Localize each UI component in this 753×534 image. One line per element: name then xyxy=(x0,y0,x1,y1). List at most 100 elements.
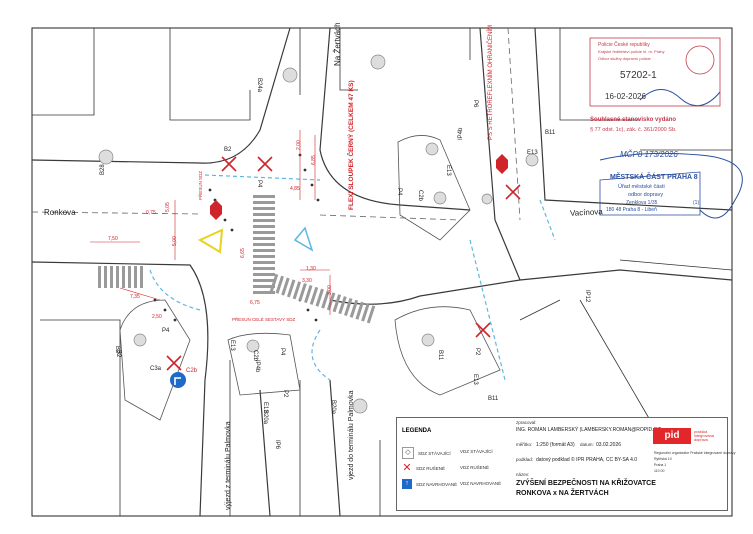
sign-label: P4 xyxy=(279,348,285,356)
sign-label: E13 xyxy=(445,165,451,176)
base-value: datový podklad © IPR PRAHA, CC BY-SA 4.0 xyxy=(536,457,638,463)
sign-existing-icon: ◇ xyxy=(402,447,414,459)
dimension-label: 7,35 xyxy=(130,294,140,300)
sign-label: B11 xyxy=(437,350,443,361)
sign-proposed-icon: ↑ xyxy=(402,479,412,489)
legend-label: SDZ NAVRHOVANÉ xyxy=(416,481,458,487)
municipal-stamp-line: MĚSTSKÁ ČÁST PRAHA 8 xyxy=(610,174,698,181)
legend-row: ✕ SDZ RUŠENÉ xyxy=(402,462,445,474)
org-line: Regionální organizátor Pražské integrova… xyxy=(654,451,736,455)
dimension-label: 3,00 xyxy=(327,285,333,295)
sign-label: E13 xyxy=(472,374,478,385)
signature-scribble xyxy=(599,89,743,219)
flexi-post-note: FLEXI SLOUPEK ČERNÝ (CELKEM 47 KS) xyxy=(348,80,355,210)
dimension-label: 2,00 xyxy=(296,140,302,150)
dimension-label: 0,75 xyxy=(146,210,156,216)
stamp-number: 57202-1 xyxy=(620,70,657,81)
stop-signs xyxy=(210,154,508,220)
street-label-entry-terminal: vjezd do terminálu Palmovka xyxy=(348,390,355,481)
dimension-label: 1,30 xyxy=(306,266,316,272)
dimension-label: 2,50 xyxy=(152,314,162,320)
zebra-crossing-east xyxy=(269,273,376,324)
legend-vdz-label: VDZ RUŠENÉ xyxy=(460,465,490,470)
street-label-vacinova: Vacínova xyxy=(569,207,603,218)
zebra-crossing-north xyxy=(253,195,275,294)
sign-label: C2b xyxy=(417,190,423,202)
dimension-label: 5,05 xyxy=(165,202,171,212)
stamp-agreement-ref: § 77 odst. 1c), zák. č. 361/2000 Sb. xyxy=(590,127,677,133)
municipal-stamp-line: Úřad městské části xyxy=(618,184,665,190)
cancelled-signs xyxy=(166,156,521,371)
sign-label: C2b xyxy=(252,350,258,362)
traffic-islands xyxy=(119,135,501,421)
zebra-crossing-west xyxy=(98,266,143,288)
handwritten-reference: MČP8 173/2026 xyxy=(620,150,678,159)
stamp-agreement: Souhlasné stanovisko vydáno xyxy=(590,117,677,123)
legend-row: ↑ SDZ NAVRHOVANÉ xyxy=(402,479,457,489)
sign-label: E13 xyxy=(262,402,268,413)
org-line: Praha 1 xyxy=(654,463,667,467)
dimension-lines xyxy=(90,130,331,315)
dimension-label: 6,75 xyxy=(250,300,260,306)
stamp-office: Krajské ředitelství policie hl. m. Prahy xyxy=(598,49,665,54)
sign-label: P4 xyxy=(396,188,402,196)
centre-lines xyxy=(31,27,521,221)
legend-vdz-label: VDZ STÁVAJÍCÍ xyxy=(460,449,493,454)
sign-move-note: PŘESUN SDZ xyxy=(198,170,203,200)
drawing-subtitle: RONKOVA x NA ŽERTVÁCH xyxy=(516,490,609,497)
road-edges xyxy=(31,27,733,517)
sign-label: C2b xyxy=(186,368,198,374)
sign-label: E13 xyxy=(229,340,235,351)
flexi-posts xyxy=(153,153,320,322)
sign-label: IP4b xyxy=(458,127,464,140)
scale-value: 1:250 (formát A3) xyxy=(536,442,575,448)
dimension-label: 3,30 xyxy=(302,278,312,284)
dimension-label: 5,00 xyxy=(172,236,178,246)
sign-label: B28 xyxy=(100,164,106,175)
sign-assembly-move-note: PŘESUN CELÉ SESTAVY SDZ xyxy=(232,317,296,322)
stamp-office: Policie České republiky xyxy=(598,42,650,48)
processor-label: zpracoval: xyxy=(516,420,537,425)
name-label: název: xyxy=(516,472,530,477)
sign-label: IP4b xyxy=(254,360,260,373)
street-label-exit-terminal: výjezd z terminálu Palmovka xyxy=(225,421,232,510)
legend-row: VDZ STÁVAJÍCÍ xyxy=(460,449,493,454)
retroreflex-note: PS S RETROREFLEXNÍM OHRANIČENÍM xyxy=(488,24,494,140)
legend-row: VDZ RUŠENÉ xyxy=(460,465,489,470)
municipal-stamp-mark: (1) xyxy=(693,200,700,206)
date-value: 03.02.2026 xyxy=(596,442,622,448)
sign-label: B2 xyxy=(224,147,232,153)
building-outlines xyxy=(32,28,733,516)
municipal-stamp-line: 180 48 Praha 8 - Libeň xyxy=(606,207,657,213)
processor-value: ING. ROMAN LAMBERSKÝ (LAMBERSKY.ROMAN@RO… xyxy=(516,427,662,433)
sign-label: B11 xyxy=(488,396,499,402)
legend-vdz-label: VDZ NAVRHOVANÉ xyxy=(460,481,502,486)
stamp-date: 16-02-2026 xyxy=(605,92,646,101)
stamp-office: Odbor služby dopravní policie xyxy=(598,56,651,61)
dimension-label: 6,85 xyxy=(311,155,317,165)
dimension-label: 7,50 xyxy=(108,236,118,242)
drawing-title: ZVÝŠENÍ BEZPEČNOSTI NA KŘIŽOVATCE xyxy=(516,480,656,487)
scale-label: měřítko: xyxy=(516,442,533,447)
sign-label: C3a xyxy=(150,366,162,372)
municipal-stamp-line: odbor dopravy xyxy=(628,192,664,198)
sign-label: B11 xyxy=(545,130,556,136)
dimension-label: 6,65 xyxy=(240,248,246,258)
sign-label: E13 xyxy=(527,150,538,156)
pid-subtitle: pražská integrovaná doprava xyxy=(694,430,714,442)
pid-logo: pid xyxy=(653,428,691,444)
legend-row: VDZ NAVRHOVANÉ xyxy=(460,481,501,486)
sign-label: P4 xyxy=(162,328,170,334)
sign-label: B24a xyxy=(256,78,262,93)
legend-row: ◇ SDZ STÁVAJÍCÍ xyxy=(402,447,451,459)
sign-label: P6 xyxy=(472,100,478,108)
proposed-markings xyxy=(149,174,556,381)
cancel-x-icon: ✕ xyxy=(402,462,412,474)
proposed-turn-sign xyxy=(170,372,186,388)
sign-label: B2 xyxy=(114,346,120,354)
give-way-triangles xyxy=(197,226,314,254)
date-label: datum: xyxy=(580,442,594,447)
dimension-label: 4,85 xyxy=(290,186,300,192)
street-label-ronkova: Ronkova xyxy=(44,208,76,217)
